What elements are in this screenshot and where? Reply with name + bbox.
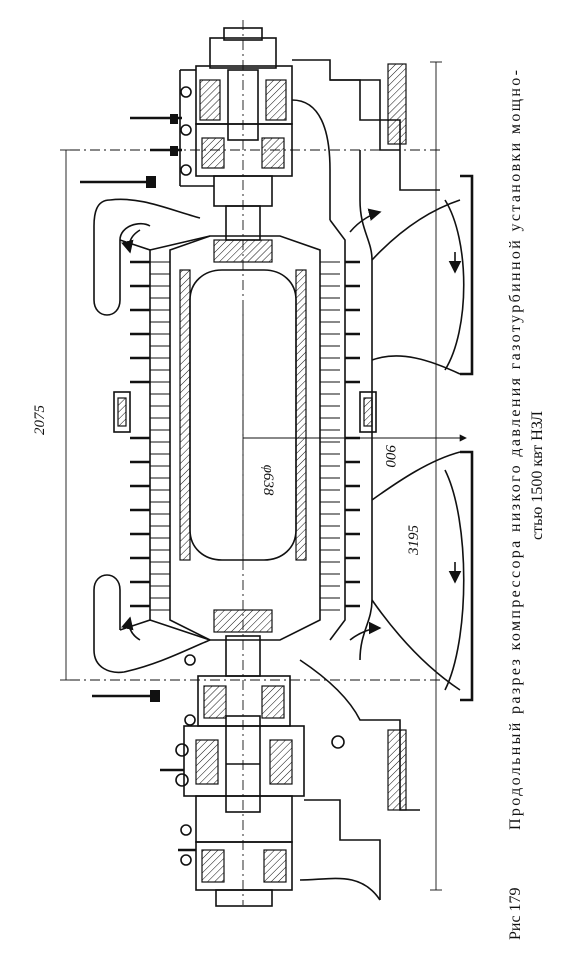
dim-phi638-label: φ638 <box>260 465 276 496</box>
caption-line-2: стью 1500 квт НЗЛ <box>529 411 546 540</box>
dimension-3195: 3195 <box>406 61 442 891</box>
bottom-bearing-assembly <box>92 654 305 907</box>
right-diffusers <box>371 174 474 702</box>
blade-rows-left <box>130 260 170 611</box>
rotor-drum <box>169 235 321 641</box>
top-bearing-assembly <box>80 27 293 207</box>
dim-3195-label: 3195 <box>406 525 422 557</box>
dimension-900: 900 <box>243 434 467 468</box>
blade-rows-right <box>320 260 360 611</box>
figure-caption: Рис 179 Продольный разрез компрессора ни… <box>507 70 546 940</box>
dim-900-label: 900 <box>382 445 398 468</box>
top-support-bracket <box>291 59 440 220</box>
bottom-support-bracket <box>299 659 420 901</box>
dimension-phi638: φ638 <box>242 310 276 560</box>
dim-2075-label: 2075 <box>32 405 48 436</box>
caption-line-1: Продольный разрез компрессора низкого да… <box>507 70 524 830</box>
dimension-2075: 2075 <box>32 149 72 681</box>
compressor-casing <box>93 198 377 674</box>
caption-figure-number: Рис 179 <box>507 887 524 940</box>
flow-arrows <box>121 208 382 641</box>
